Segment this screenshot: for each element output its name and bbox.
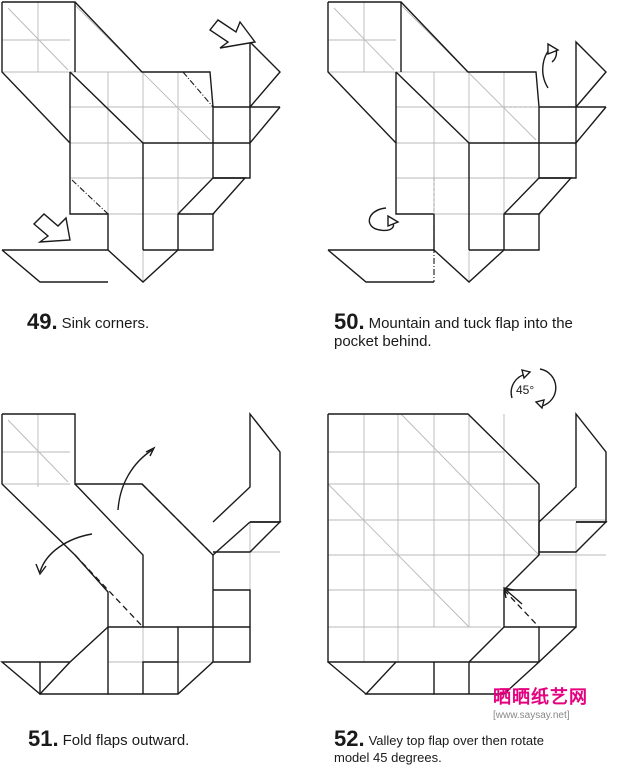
step-text: Fold flaps outward. bbox=[62, 732, 190, 749]
step-52-caption: 52.Valley top flap over then rotate mode… bbox=[334, 728, 554, 767]
panel-49-diagram bbox=[1, 1, 281, 283]
step-text: Sink corners. bbox=[61, 315, 150, 332]
panel-50-diagram bbox=[327, 1, 607, 283]
mountain-fold-arrow-icon bbox=[368, 207, 395, 232]
watermark-brand: 晒晒纸艺网 bbox=[493, 687, 588, 707]
rotate-label: 45° bbox=[516, 383, 535, 397]
rotate-45-icon bbox=[510, 368, 557, 410]
step-text: Mountain and tuck flap into the pocket b… bbox=[334, 315, 573, 350]
step-number: 50. bbox=[334, 309, 365, 334]
step-number: 51. bbox=[28, 726, 59, 751]
sink-arrow-icon bbox=[208, 19, 257, 49]
valley-fold-arrow-icon bbox=[39, 533, 93, 573]
step-number: 52. bbox=[334, 726, 365, 751]
step-number: 49. bbox=[27, 309, 58, 334]
panel-51-diagram bbox=[0, 411, 282, 695]
valley-fold-arrow-icon bbox=[505, 589, 523, 605]
watermark-url: [www.saysay.net] bbox=[493, 710, 570, 721]
valley-fold-arrow-icon bbox=[117, 449, 153, 511]
step-49-caption: 49.Sink corners. bbox=[27, 311, 150, 333]
panel-52-diagram bbox=[327, 368, 608, 695]
step-51-caption: 51.Fold flaps outward. bbox=[28, 728, 190, 750]
step-50-caption: 50.Mountain and tuck flap into the pocke… bbox=[334, 311, 604, 351]
step-text: Valley top flap over then rotate model 4… bbox=[334, 733, 544, 765]
sink-arrow-icon bbox=[32, 213, 71, 243]
watermark: 晒晒纸艺网 [www.saysay.net] bbox=[493, 683, 588, 721]
